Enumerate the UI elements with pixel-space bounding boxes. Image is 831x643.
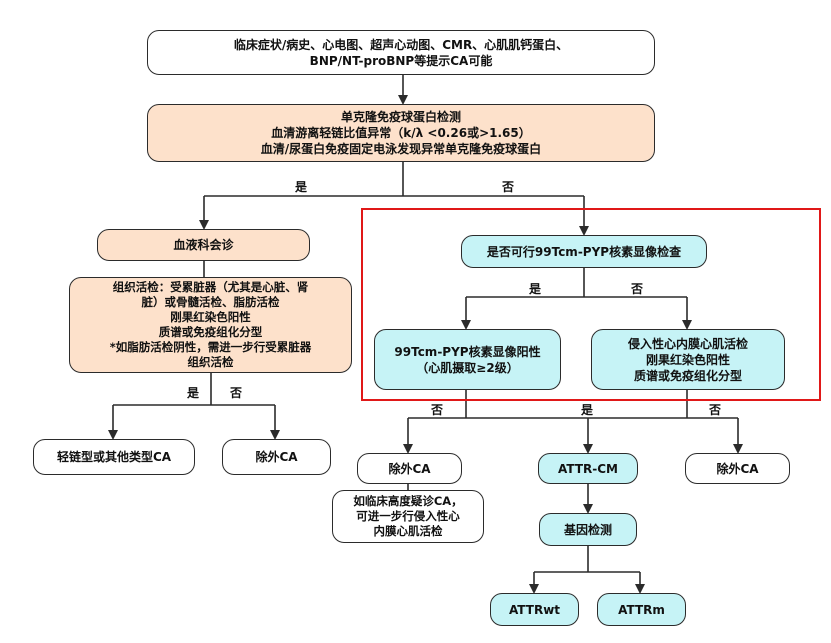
node-text-line: 刚果红染色阳性 (645, 352, 730, 367)
node-text-line: BNP/NT-proBNP等提示CA可能 (309, 53, 493, 68)
node-text-line: 除外CA (255, 450, 298, 464)
node-text-line: 质谱或免疫组化分型 (633, 368, 742, 383)
node-text-line: 如临床高度疑诊CA， (353, 494, 463, 508)
label-yes-center: 是 (581, 403, 594, 417)
node-tissue-biopsy: 组织活检：受累脏器（尤其是心脏、肾脏）或骨髓活检、脂肪活检刚果红染色阳性质谱或免… (69, 277, 352, 373)
node-suspect-note: 如临床高度疑诊CA，可进一步行侵入性心内膜心肌活检 (332, 490, 484, 543)
node-invasive-biopsy: 侵入性心内膜心肌活检刚果红染色阳性质谱或免疫组化分型 (591, 329, 785, 390)
node-text-line: （心肌摄取≥2级） (416, 360, 519, 375)
node-light-chain-ca: 轻链型或其他类型CA (33, 439, 195, 475)
node-exclude-ca-left: 除外CA (222, 439, 331, 475)
node-text-line: 内膜心肌活检 (373, 524, 443, 538)
node-text-line: 临床症状/病史、心电图、超声心动图、CMR、心肌肌钙蛋白、 (233, 37, 569, 52)
node-text-line: 血清/尿蛋白免疫固定电泳发现异常单克隆免疫球蛋白 (260, 142, 542, 156)
node-text-line: 轻链型或其他类型CA (56, 450, 172, 464)
node-pyp-question: 是否可行99Tcm-PYP核素显像检查 (461, 235, 707, 268)
node-text-line: 可进一步行侵入性心 (356, 509, 460, 523)
label-no-biopsy: 否 (230, 386, 243, 400)
node-text-line: 单克隆免疫球蛋白检测 (340, 110, 461, 124)
node-text-line: 血液科会诊 (173, 238, 234, 252)
label-no-main: 否 (502, 180, 515, 194)
node-pyp-positive: 99Tcm-PYP核素显像阳性（心肌摄取≥2级） (374, 329, 561, 390)
node-monoclonal-test: 单克隆免疫球蛋白检测血清游离轻链比值异常（k/λ <0.26或>1.65） 血清/… (147, 104, 655, 162)
node-text-line: 除外CA (388, 461, 431, 476)
label-no-left: 否 (431, 403, 444, 417)
node-text-line: 刚果红染色阳性 (170, 310, 251, 324)
node-text-line: ATTRwt (508, 602, 561, 617)
node-text-line: ATTRm (618, 602, 665, 617)
node-text-line: 基因检测 (563, 522, 612, 537)
label-no-pyp: 否 (631, 282, 644, 296)
node-attr-m: ATTRm (597, 593, 686, 626)
node-gene-test: 基因检测 (539, 513, 637, 546)
node-exclude-ca-mid: 除外CA (357, 453, 462, 484)
node-text-line: 侵入性心内膜心肌活检 (627, 336, 748, 351)
node-text-line: 质谱或免疫组化分型 (158, 325, 263, 339)
node-text-line: 99Tcm-PYP核素显像阳性 (394, 344, 541, 359)
node-attr-wt: ATTRwt (490, 593, 579, 626)
node-text-line: 组织活检：受累脏器（尤其是心脏、肾 (112, 280, 309, 294)
label-yes-biopsy: 是 (187, 386, 200, 400)
node-hematology-consult: 血液科会诊 (97, 229, 310, 261)
node-clinical-suspicion: 临床症状/病史、心电图、超声心动图、CMR、心肌肌钙蛋白、BNP/NT-proB… (147, 30, 655, 75)
node-text-line: 除外CA (716, 461, 759, 476)
node-text-line: *如脂肪活检阴性，需进一步行受累脏器 (109, 340, 312, 354)
node-text-line: ATTR-CM (558, 461, 618, 476)
highlight-frame (361, 208, 821, 401)
node-exclude-ca-right: 除外CA (685, 453, 790, 484)
node-attr-cm: ATTR-CM (538, 453, 638, 484)
node-text-line: 脏）或骨髓活检、脂肪活检 (141, 295, 280, 309)
node-text-line: 是否可行99Tcm-PYP核素显像检查 (486, 244, 682, 259)
label-no-right: 否 (709, 403, 722, 417)
label-yes-main: 是 (295, 180, 308, 194)
node-text-line: 组织活检 (187, 355, 234, 369)
label-yes-pyp: 是 (529, 282, 542, 296)
node-text-line: 血清游离轻链比值异常（k/λ <0.26或>1.65） (271, 126, 531, 140)
